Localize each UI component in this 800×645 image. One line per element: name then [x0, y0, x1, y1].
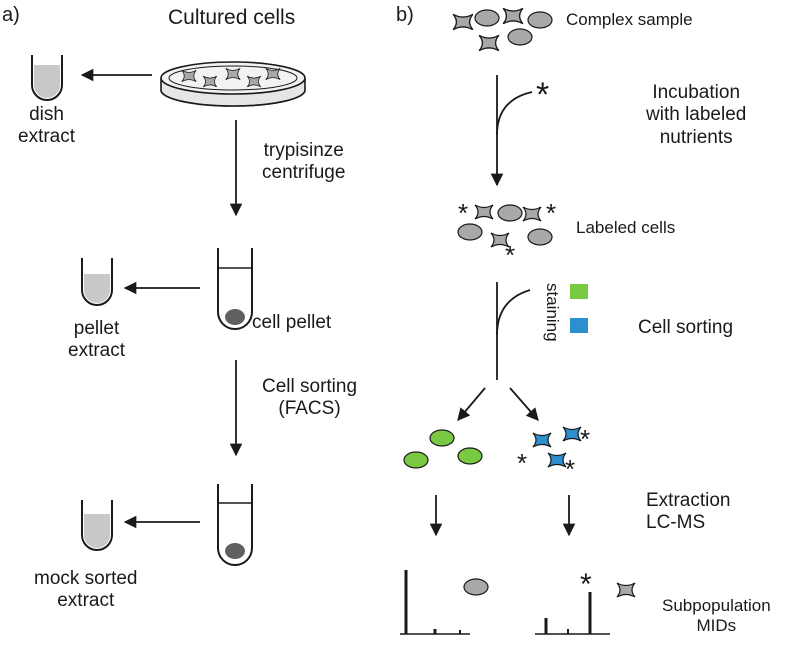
- pellet-extract-tube-icon: [81, 258, 113, 306]
- incubation-flow-arrow: [490, 75, 533, 187]
- gray-cell-icon: [463, 578, 489, 596]
- staining-flow-arrow: [496, 282, 531, 380]
- cell-sorting-facs-label: Cell sorting (FACS): [262, 376, 358, 420]
- label-star-ms: *: [580, 568, 592, 601]
- svg-text:*: *: [580, 424, 590, 454]
- cell-sorting-label: Cell sorting: [638, 317, 734, 338]
- panel-a-label: a): [2, 4, 20, 26]
- complex-sample-cells-icon: [452, 7, 553, 52]
- cultured-cells-label: Cultured cells: [168, 6, 296, 29]
- arrow-split-right: [509, 387, 539, 421]
- gray-star-cell-icon: [616, 582, 636, 598]
- green-cells-icon: [403, 429, 483, 469]
- trypsinize-label: trypisinze centrifuge: [262, 140, 346, 184]
- green-stain-swatch: [570, 284, 588, 299]
- panel-b-label: b): [396, 4, 414, 26]
- labeled-cells-icon: * * *: [457, 198, 556, 270]
- staining-label: staining: [543, 283, 562, 342]
- blue-labeled-cells-icon: * * *: [517, 424, 590, 484]
- svg-text:*: *: [546, 198, 556, 228]
- mass-spectrum-right: [535, 592, 610, 635]
- svg-text:*: *: [517, 448, 527, 478]
- svg-text:*: *: [565, 454, 575, 484]
- cell-pellet-label: cell pellet: [252, 312, 332, 333]
- subpopulation-mids-label: Subpopulation MIDs: [662, 596, 771, 636]
- complex-sample-label: Complex sample: [566, 10, 693, 29]
- dish-extract-tube-icon: [31, 55, 63, 101]
- petri-dish-icon: [160, 61, 306, 107]
- centrifuge-tube-pellet-icon: [217, 248, 253, 330]
- centrifuge-tube-sorted-icon: [217, 484, 253, 566]
- mass-spectrum-left: [400, 570, 470, 635]
- svg-text:*: *: [505, 240, 515, 270]
- dish-extract-label: dish extract: [18, 104, 76, 148]
- blue-stain-swatch: [570, 318, 588, 333]
- arrow-split-left: [457, 387, 486, 421]
- mock-sorted-extract-label: mock sorted extract: [34, 568, 138, 612]
- labeled-cells-label: Labeled cells: [576, 218, 676, 237]
- incubation-label: Incubation with labeled nutrients: [646, 82, 747, 148]
- mock-sorted-extract-tube-icon: [81, 500, 113, 551]
- svg-text:*: *: [458, 198, 468, 228]
- pellet-extract-label: pellet extract: [68, 318, 126, 362]
- label-star-incubation: *: [536, 76, 549, 114]
- extraction-label: Extraction LC-MS: [646, 490, 731, 534]
